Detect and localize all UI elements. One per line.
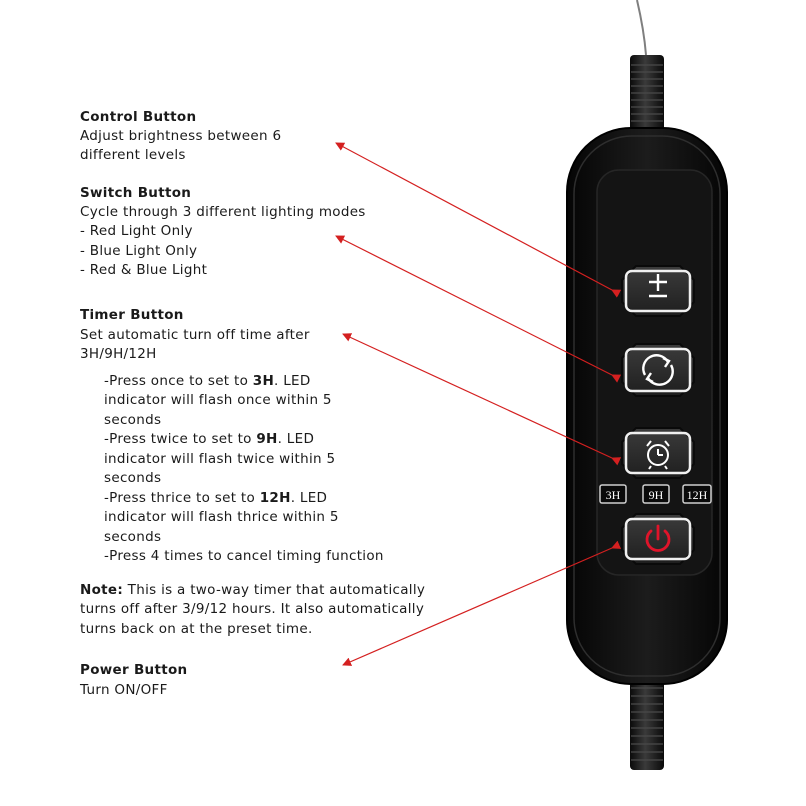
pointer-arrows [335,142,622,666]
switch-mode-red-blue: - Red & Blue Light [80,262,208,278]
timer-thrice-line2: indicator will flash thrice within 5 [104,509,339,525]
control-title: Control Button [80,109,197,125]
cable-bottom [630,668,664,806]
indicator-12h-label: 12H [687,488,708,502]
timer-once-line3: seconds [104,412,162,428]
timer-thrice-line1: -Press thrice to set to 12H. LED [104,490,328,506]
timer-desc-line2: 3H/9H/12H [80,346,157,362]
remote-body [566,127,728,685]
power-desc: Turn ON/OFF [80,682,168,698]
alarm-clock-icon [646,440,670,470]
switch-desc: Cycle through 3 different lighting modes [80,204,366,220]
timer-thrice-line3: seconds [104,529,162,545]
timer-title: Timer Button [80,307,184,323]
switch-mode-blue: - Blue Light Only [80,243,198,259]
note-line2: turns off after 3/9/12 hours. It also au… [80,601,425,617]
timer-button[interactable] [621,427,695,479]
note-line3: turns back on at the preset time. [80,621,313,637]
control-button[interactable] [621,265,695,317]
note-line1: Note: This is a two-way timer that autom… [80,582,426,598]
timer-once-line1: -Press once to set to 3H. LED [104,373,311,389]
timer-indicators: 3H 9H 12H [599,484,712,504]
indicator-3h-label: 3H [606,488,621,502]
arrow-power [342,540,622,666]
power-icon [645,524,671,552]
arrow-timer [342,333,622,466]
indicator-9h: 9H [642,484,670,504]
timer-twice-line1: -Press twice to set to 9H. LED [104,431,315,447]
control-desc-line2: different levels [80,147,186,163]
indicator-9h-label: 9H [649,488,664,502]
plus-minus-icon [649,274,667,298]
timer-cancel: -Press 4 times to cancel timing function [104,548,384,564]
switch-button[interactable] [621,343,695,397]
power-button[interactable] [621,513,695,565]
switch-mode-red: - Red Light Only [80,223,193,239]
cycle-arrows-icon [642,354,674,386]
switch-title: Switch Button [80,185,192,201]
power-title: Power Button [80,662,188,678]
timer-twice-line2: indicator will flash twice within 5 [104,451,336,467]
control-desc-line1: Adjust brightness between 6 [80,128,282,144]
timer-twice-line3: seconds [104,470,162,486]
cable-top [630,0,664,145]
indicator-3h: 3H [599,484,627,504]
timer-once-line2: indicator will flash once within 5 [104,392,332,408]
indicator-12h: 12H [682,484,712,504]
timer-desc-line1: Set automatic turn off time after [80,327,310,343]
